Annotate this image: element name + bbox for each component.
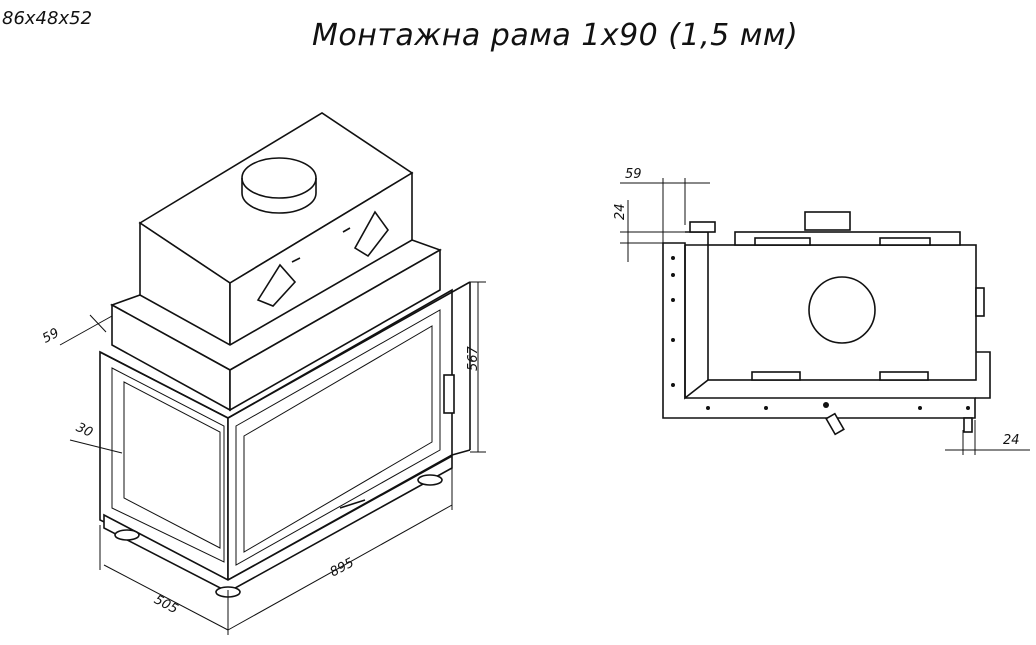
top-dim-59: 59 (625, 167, 642, 182)
side-handle (975, 287, 985, 317)
rivets (671, 256, 970, 410)
model-code: 86x48x52 (2, 8, 93, 29)
dim-895: 895 (328, 555, 357, 580)
foot (114, 529, 140, 541)
air-vent-right (353, 210, 389, 258)
drawing-title: Монтажна рама 1x90 (1,5 мм) (312, 18, 799, 53)
top-dimensions: 59 24 24 (613, 167, 1030, 455)
firebox-body (99, 281, 471, 598)
flue-circle (808, 276, 876, 344)
dim-59: 59 (40, 326, 62, 347)
top-dim-24-right: 24 (1003, 433, 1020, 448)
dim-567: 567 (466, 345, 481, 371)
top-view: 59 24 24 (613, 167, 1030, 455)
top-dim-24-left: 24 (613, 203, 628, 220)
door-handle (443, 374, 455, 414)
dim-505: 505 (151, 592, 180, 617)
flue-stub (804, 211, 851, 231)
air-vent-left (256, 263, 297, 307)
dim-30: 30 (74, 420, 95, 441)
flue-box (138, 112, 414, 357)
flue-outlet (241, 157, 317, 199)
isometric-view: 59 30 567 505 895 (40, 112, 486, 635)
foot (417, 474, 443, 486)
